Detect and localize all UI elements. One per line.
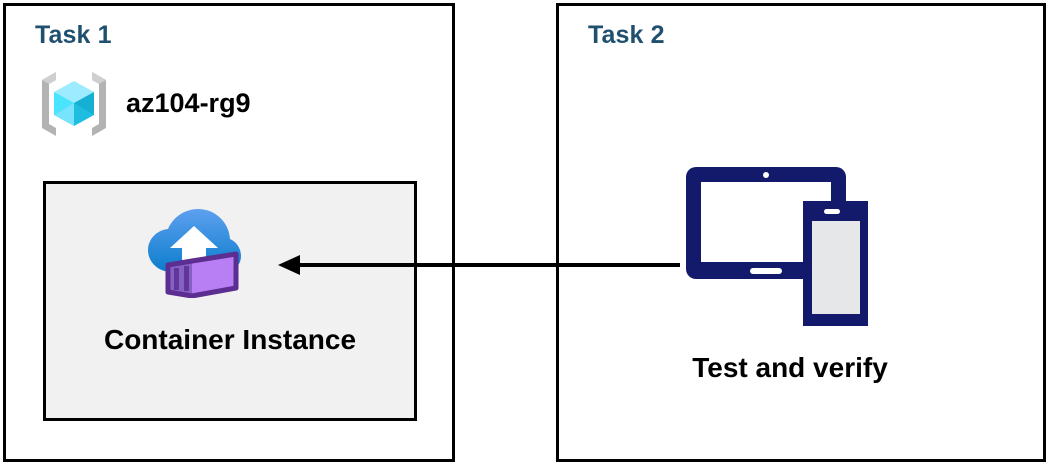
- resource-group-label: az104-rg9: [126, 87, 251, 118]
- tablet-and-phone-devices-icon: [686, 167, 868, 326]
- panel-task-1: Task 1 az104-rg9: [3, 3, 455, 462]
- azure-container-instance-icon: [148, 209, 241, 298]
- azure-resource-group-icon: [42, 72, 106, 136]
- container-instance-box: Container Instance: [43, 181, 417, 421]
- panel-title-task-2: Task 2: [588, 21, 665, 49]
- resource-group-row: az104-rg9: [36, 68, 251, 140]
- test-and-verify-label: Test and verify: [692, 352, 888, 383]
- container-instance-label: Container Instance: [103, 324, 357, 355]
- panel-title-task-1: Task 1: [35, 21, 112, 49]
